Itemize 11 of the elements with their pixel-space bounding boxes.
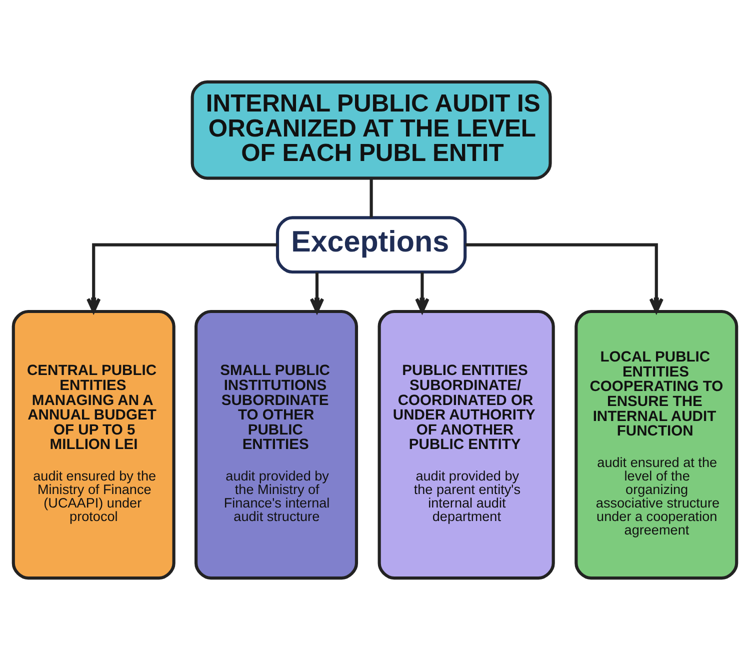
arrow (86, 243, 278, 313)
node-box: INTERNAL PUBLIC AUDIT IS ORGANIZED AT THE LEVEL OF EACH PUBL ENTIT (190, 80, 552, 180)
arrow (310, 272, 324, 313)
node-box: CENTRAL PUBLIC ENTITIES MANAGING AN A ANNUAL BUDGET OF UP TO 5 MILLION LEI audit ensured by the Ministry of Finance (UCAAPI) under protocol (12, 310, 176, 580)
arrow (415, 272, 430, 313)
node-box: SMALL PUBLIC INSTITUTIONS SUBORDINATE TO OTHER PUBLIC ENTITIES audit provided by the Ministry of Finance's internal audit structure (194, 310, 358, 580)
node-box: PUBLIC ENTITIES SUBORDINATE/ COORDINATED OR UNDER AUTHORITY OF ANOTHER PUBLIC ENTITY audit provided by the parent entity's internal audit department (378, 310, 555, 580)
connector (370, 178, 373, 218)
node-box: LOCAL PUBLIC ENTITIES COOPERATING TO ENSURE THE INTERNAL AUDIT FUNCTION audit ensured at the level of the organizing associative structure under a cooperation agreement (574, 310, 738, 580)
node-box: Exceptions (276, 216, 467, 274)
arrow (465, 243, 664, 313)
